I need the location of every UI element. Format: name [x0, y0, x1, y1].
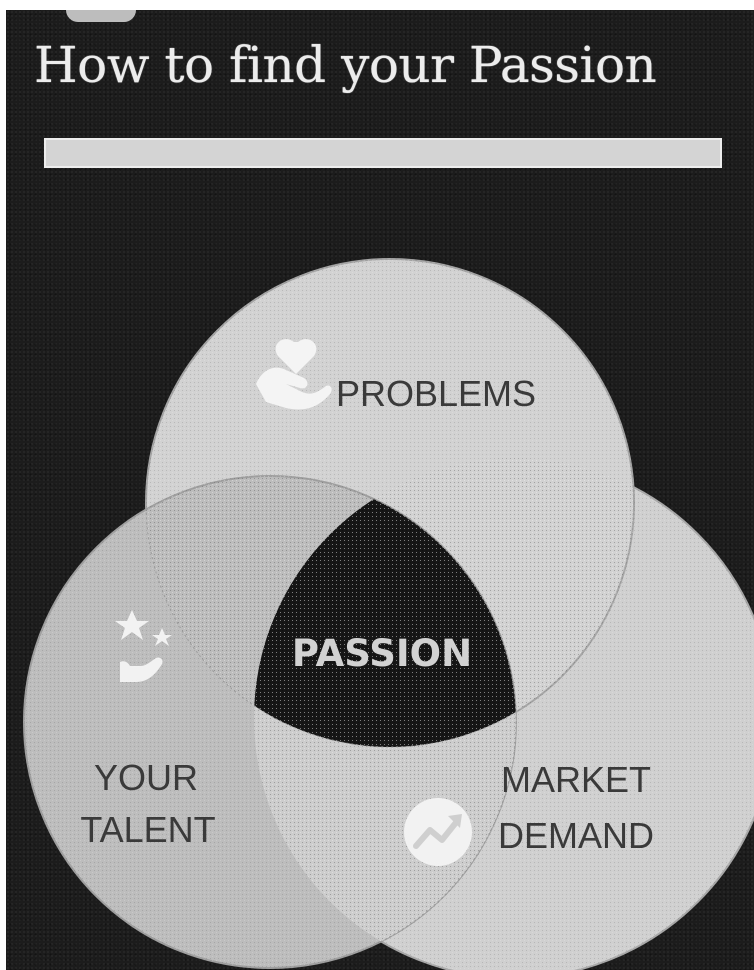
hand-stars-icon [115, 610, 172, 682]
market-demand-label-line2: DEMAND [498, 815, 654, 856]
title-underline-bar [44, 138, 722, 168]
chalkboard-background: How to find your Passion [6, 10, 754, 970]
hand-heart-icon [256, 339, 332, 410]
passion-label: PASSION [292, 632, 472, 675]
top-tab-decoration [66, 10, 136, 22]
page-title: How to find your Passion [34, 36, 657, 94]
trend-up-icon [404, 798, 472, 866]
venn-diagram: PROBLEMS PASSION YOUR TALENT MARKET DEMA… [23, 258, 754, 970]
your-talent-label-line2: TALENT [80, 809, 215, 850]
problems-label: PROBLEMS [336, 373, 536, 414]
market-demand-label-line1: MARKET [501, 759, 651, 800]
your-talent-label-line1: YOUR [94, 757, 198, 798]
